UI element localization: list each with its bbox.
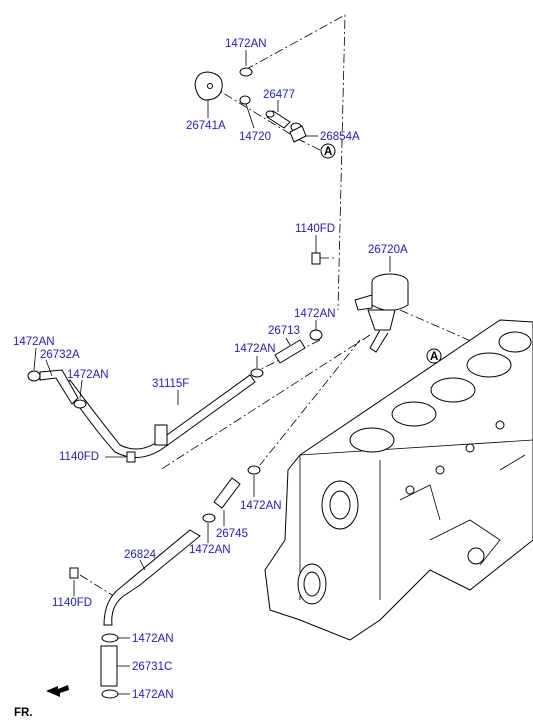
label-fr: FR. <box>14 707 33 719</box>
bolt-1140fd-bot <box>69 567 79 579</box>
part-31115f-pipe <box>64 374 256 458</box>
part-26824-pipe <box>103 529 201 626</box>
label-lines <box>33 50 391 695</box>
clamp-top <box>239 67 253 105</box>
label-26713[interactable]: 26713 <box>268 325 300 337</box>
part-26731c-hose <box>100 645 118 687</box>
part-26732a-hose <box>39 369 79 405</box>
cylinder-block <box>264 319 533 641</box>
front-arrow-icon <box>46 685 69 697</box>
bolt-1140fd-top <box>311 252 321 265</box>
label-1472an-left2[interactable]: 1472AN <box>67 369 109 381</box>
label-ref-a-block: A <box>430 351 438 363</box>
part-26745-hose <box>213 477 241 509</box>
label-26741a[interactable]: 26741A <box>186 120 226 132</box>
label-26854a[interactable]: 26854A <box>320 131 360 143</box>
label-26731c[interactable]: 26731C <box>132 661 172 673</box>
label-1472an-left[interactable]: 1472AN <box>13 336 55 348</box>
bolt-1140fd-mid <box>126 451 136 463</box>
clamp-1472an-mid <box>309 329 323 341</box>
clamps-left <box>27 370 87 409</box>
label-1140fd-top[interactable]: 1140FD <box>295 223 335 235</box>
label-26745[interactable]: 26745 <box>216 528 248 540</box>
label-26732a[interactable]: 26732A <box>40 349 80 361</box>
part-26741a-bracket <box>194 71 223 115</box>
label-ref-a-top: A <box>324 146 332 158</box>
label-26824[interactable]: 26824 <box>124 549 157 561</box>
label-1472an-b1[interactable]: 1472AN <box>132 633 174 645</box>
clamps-lower <box>202 465 261 523</box>
clamps-bottom <box>101 633 119 699</box>
part-26720a-oil-separator <box>354 273 409 353</box>
label-1472an-lower2[interactable]: 1472AN <box>189 544 231 556</box>
label-26720a[interactable]: 26720A <box>368 244 408 256</box>
label-31115f[interactable]: 31115F <box>152 378 189 390</box>
label-1472an-mid[interactable]: 1472AN <box>294 308 336 320</box>
ref-circle-a-block <box>426 348 442 364</box>
label-1472an-top[interactable]: 1472AN <box>225 38 267 50</box>
label-1472an-b2[interactable]: 1472AN <box>132 689 174 701</box>
label-14720[interactable]: 14720 <box>239 131 271 143</box>
ref-circle-a-top <box>320 143 336 159</box>
part-26713-hose <box>274 339 306 364</box>
label-1140fd-bot[interactable]: 1140FD <box>52 597 92 609</box>
label-1472an-lower[interactable]: 1472AN <box>240 500 282 512</box>
part-26477-hose <box>265 110 291 129</box>
label-1140fd-mid[interactable]: 1140FD <box>59 451 99 463</box>
clamp-1472an-hose <box>250 368 264 378</box>
part-labels: 1472AN 26741A 26477 14720 26854A A 1140F… <box>13 38 438 719</box>
label-1472an-hose[interactable]: 1472AN <box>234 343 276 355</box>
label-26477[interactable]: 26477 <box>263 89 295 101</box>
